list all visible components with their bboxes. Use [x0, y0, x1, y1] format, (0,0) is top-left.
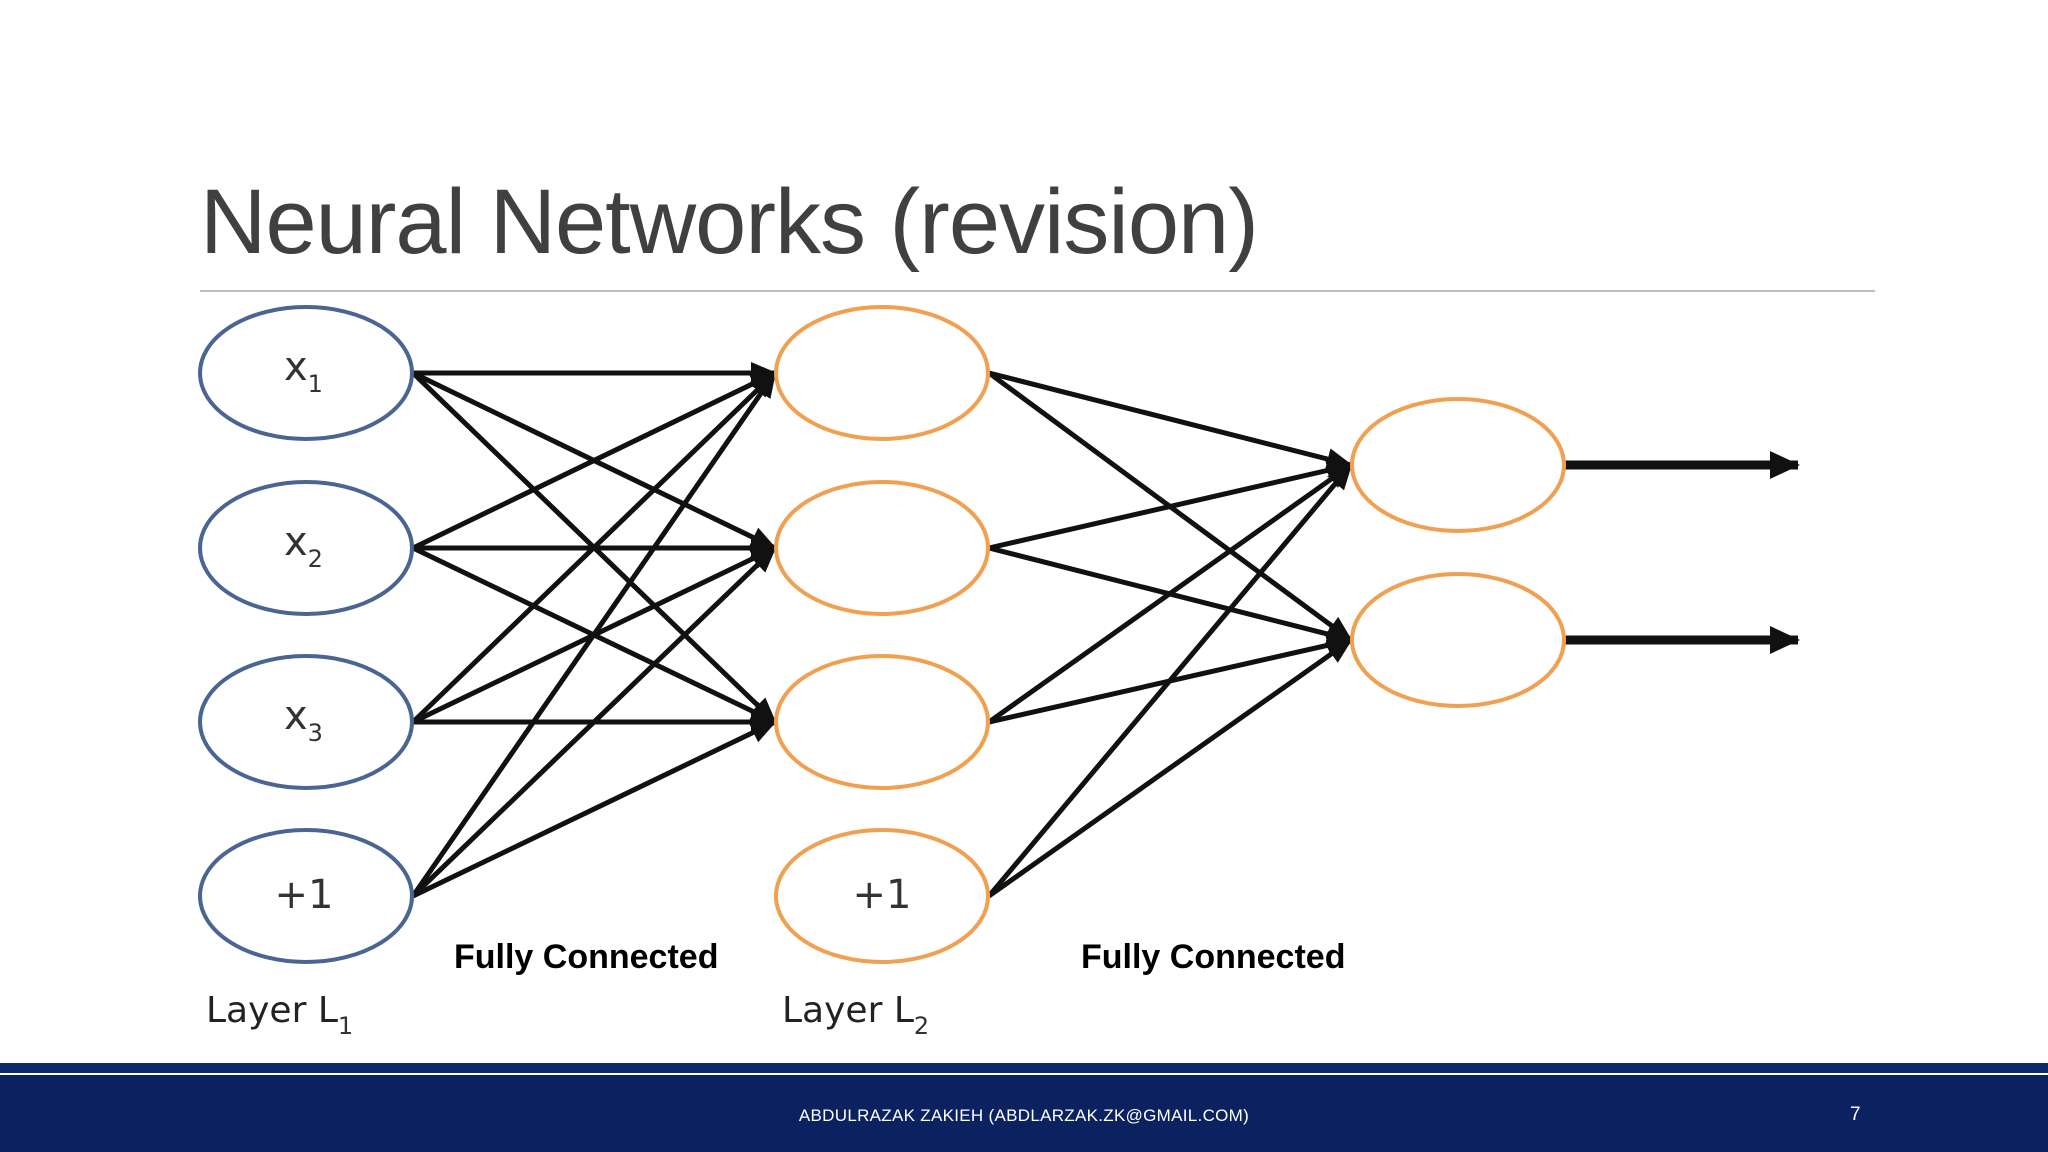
edge [411, 719, 777, 899]
edge [411, 546, 777, 898]
connection-label: Fully Connected [1081, 938, 1345, 976]
edge [987, 463, 1353, 898]
hidden-layer: +1 [774, 305, 990, 964]
input-node [198, 305, 414, 441]
edge [411, 371, 777, 724]
footer-author: ABDULRAZAK ZAKIEH (ABDLARZAK.ZK@GMAIL.CO… [798, 1106, 1250, 1125]
input-node-label: x1 [284, 344, 323, 398]
input-bias-node [198, 828, 414, 964]
footer-bar [0, 1075, 2048, 1152]
output-node [1350, 572, 1566, 708]
edge [987, 462, 1353, 725]
input-node-label: x3 [284, 693, 323, 747]
output-node [1350, 397, 1566, 533]
footer-accent-bar [0, 1063, 2048, 1073]
edge [988, 459, 1353, 551]
edge [988, 370, 1353, 470]
input-node [198, 480, 414, 616]
hidden-bias-label: +1 [853, 872, 912, 918]
edges-layer-1-to-2 [410, 362, 778, 899]
input-bias-label: +1 [275, 872, 334, 918]
layer-label: Layer L2 [782, 990, 929, 1040]
input-node-label: x2 [284, 519, 323, 573]
title-divider [200, 290, 1875, 292]
hidden-bias-node [774, 828, 990, 964]
page-number: 7 [1850, 1104, 1861, 1125]
edge [410, 371, 778, 898]
slide-title: Neural Networks (revision) [200, 171, 1259, 273]
edge [987, 637, 1353, 899]
hidden-node [774, 480, 990, 616]
connection-label: Fully Connected [454, 938, 718, 976]
output-layer [1350, 397, 1566, 708]
input-node [198, 654, 414, 790]
hidden-node [774, 654, 990, 790]
hidden-node [774, 305, 990, 441]
edges-layer-2-to-3 [987, 370, 1353, 899]
layer-label: Layer L1 [206, 990, 353, 1040]
input-layer: x1 x2 x3 +1 [198, 305, 414, 964]
edge [411, 370, 777, 551]
output-arrows [1565, 451, 1800, 654]
